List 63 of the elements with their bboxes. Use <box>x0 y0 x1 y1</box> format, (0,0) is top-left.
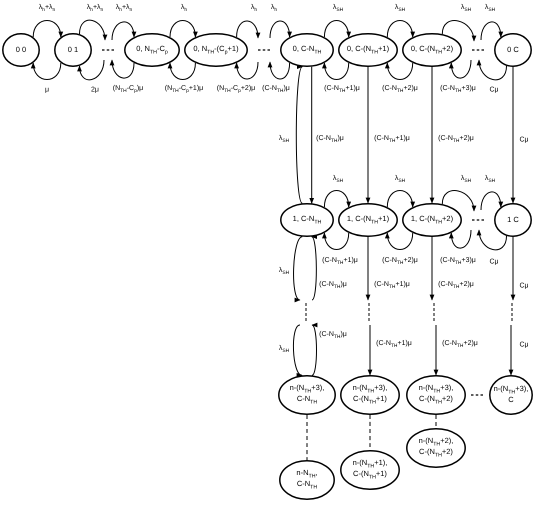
state-ellipse <box>340 450 400 490</box>
state-ellipse <box>494 33 532 67</box>
transition-arrow <box>309 66 314 204</box>
transition-arrow <box>385 62 414 80</box>
transition-arrow <box>236 20 260 39</box>
state-ellipse <box>184 33 248 67</box>
state-ellipse <box>402 33 462 67</box>
transition-arrow <box>430 66 434 204</box>
state-ellipse <box>280 33 334 67</box>
state-ellipse <box>280 203 334 237</box>
transition-arrow <box>270 20 292 38</box>
transition-arrow <box>434 324 438 376</box>
state-ellipse <box>402 203 462 237</box>
transition-arrow <box>293 236 303 300</box>
transition-arrow <box>168 62 196 80</box>
transition-arrow <box>368 324 372 376</box>
transition-arrow <box>78 60 104 80</box>
transition-arrow <box>112 22 136 40</box>
state-ellipse <box>124 33 180 67</box>
transition-arrow <box>510 236 516 301</box>
transition-arrow <box>311 236 318 300</box>
transition-arrow <box>32 20 63 38</box>
transition-arrow <box>442 190 476 212</box>
transition-arrow <box>170 20 198 38</box>
transition-arrow <box>386 20 415 38</box>
transition-arrow <box>510 66 516 204</box>
state-ellipse <box>338 33 398 67</box>
transition-arrow <box>449 230 472 248</box>
transition-arrow <box>385 232 414 250</box>
transition-arrow <box>386 190 415 208</box>
transition-arrow <box>477 229 507 250</box>
state-ellipse <box>494 203 532 237</box>
transition-arrow <box>296 66 303 204</box>
transition-arrow <box>477 59 507 80</box>
transition-arrow <box>268 61 290 80</box>
transition-arrow <box>449 60 472 78</box>
transition-arrow <box>110 59 134 78</box>
transition-arrow <box>79 20 107 41</box>
transition-arrow <box>234 62 258 80</box>
state-ellipse <box>338 203 398 237</box>
dashed-connector <box>306 414 308 460</box>
transition-arrow <box>312 324 318 376</box>
transition-arrow <box>366 236 370 301</box>
transition-arrow <box>366 66 370 204</box>
state-ellipse <box>278 375 336 415</box>
transition-arrow <box>322 62 350 80</box>
state-ellipse <box>489 375 533 415</box>
state-ellipse <box>54 33 92 67</box>
state-ellipse <box>279 460 335 500</box>
transition-arrow <box>322 232 350 250</box>
transition-arrow <box>442 20 476 42</box>
transition-arrow <box>31 62 62 80</box>
transition-arrow <box>480 192 503 210</box>
transition-arrow <box>324 190 351 208</box>
state-ellipse <box>406 375 466 415</box>
transition-arrow <box>292 324 303 376</box>
state-ellipse <box>340 375 400 415</box>
transition-arrow <box>324 20 351 38</box>
transition-arrow <box>430 236 434 301</box>
transition-arrow <box>480 22 503 40</box>
state-ellipse <box>406 428 466 468</box>
state-ellipse <box>2 33 40 67</box>
transition-arrow <box>508 324 514 376</box>
